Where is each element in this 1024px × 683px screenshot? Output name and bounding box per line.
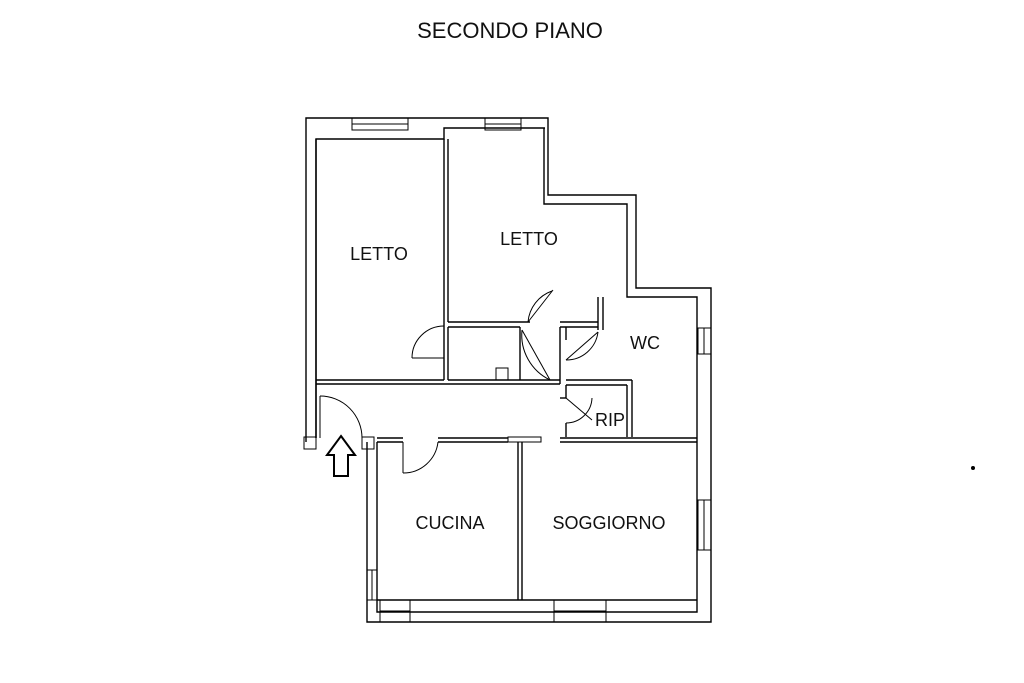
- door-swings: [319, 289, 599, 474]
- room-label-letto-1: LETTO: [350, 244, 408, 264]
- room-label-rip: RIP: [595, 410, 625, 430]
- room-label-cucina: CUCINA: [415, 513, 484, 533]
- room-label-letto-2: LETTO: [500, 229, 558, 249]
- interior-walls: [316, 139, 697, 601]
- plan-title: SECONDO PIANO: [417, 18, 603, 43]
- windows: [351, 117, 712, 623]
- room-label-wc: WC: [630, 333, 660, 353]
- marker-dot: [971, 466, 975, 470]
- outer-walls: [303, 117, 712, 623]
- up-arrow-icon: [325, 434, 357, 477]
- room-label-soggiorno: SOGGIORNO: [552, 513, 665, 533]
